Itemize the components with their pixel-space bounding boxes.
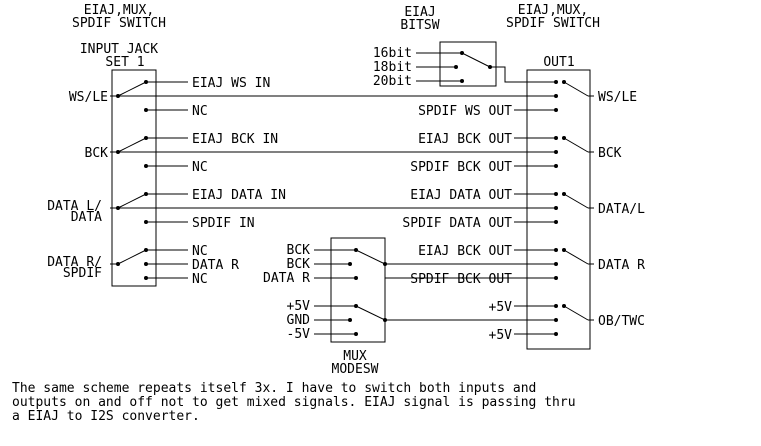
modesw-label-data-r: DATA R: [263, 271, 310, 286]
label-data-r-in: DATA R: [192, 258, 239, 273]
input-jack-title-line1: INPUT JACK: [80, 42, 158, 57]
input-jack-title-line2: SET 1: [105, 55, 144, 70]
label-nc-3: NC: [192, 244, 208, 259]
input-jack-box: [111, 69, 157, 287]
left-label-ws: WS/LE: [69, 90, 108, 105]
label-eiaj-data-out: EIAJ DATA OUT: [410, 188, 512, 203]
label-eiaj-ws-in: EIAJ WS IN: [192, 76, 270, 91]
output-switch-ob-twc: [554, 304, 594, 336]
bitsw-title-line2: BITSW: [400, 18, 439, 33]
bitsw-switch: [416, 51, 556, 83]
right-switch-title-line1: EIAJ,MUX,: [518, 3, 588, 18]
modesw-label-minus5v: -5V: [287, 327, 311, 342]
caption-text: The same scheme repeats itself 3x. I hav…: [12, 381, 576, 424]
modesw-switch-bottom: [314, 304, 387, 336]
label-eiaj-bck-out: EIAJ BCK OUT: [418, 132, 512, 147]
out1-box: [526, 69, 591, 350]
left-label-data-r-line2: SPDIF: [63, 266, 102, 281]
label-eiaj-bck-in: EIAJ BCK IN: [192, 132, 278, 147]
bitsw-box: [439, 41, 497, 87]
modesw-label-gnd: GND: [287, 313, 311, 328]
modesw-title-line1: MUX: [343, 349, 367, 364]
bitsw-title-line1: EIAJ: [404, 5, 435, 20]
bitsw-label-16bit: 16bit: [373, 46, 412, 61]
label-eiaj-data-in: EIAJ DATA IN: [192, 188, 286, 203]
label-spdif-bck-out-2: SPDIF BCK OUT: [410, 272, 512, 287]
left-label-data-l-line1: DATA L/: [47, 199, 102, 214]
output-switch-bck: [554, 136, 594, 168]
left-label-bck: BCK: [85, 146, 109, 161]
input-switch-data-l: [110, 192, 188, 224]
label-nc-2: NC: [192, 160, 208, 175]
left-label-data-l-line2: DATA: [71, 210, 102, 225]
input-switch-data-r: [110, 248, 188, 280]
right-label-data-r: DATA R: [598, 258, 645, 273]
left-label-data-r-line1: DATA R/: [47, 255, 102, 270]
label-spdif-ws-out: SPDIF WS OUT: [418, 104, 512, 119]
modesw-title-line2: MODESW: [332, 362, 379, 377]
left-switch-title-line1: EIAJ,MUX,: [84, 3, 154, 18]
left-switch-title-line2: SPDIF SWITCH: [72, 16, 166, 31]
output-switch-data-l: [554, 192, 594, 224]
right-label-ob-twc: OB/TWC: [598, 314, 645, 329]
label-spdif-bck-out: SPDIF BCK OUT: [410, 160, 512, 175]
bitsw-label-20bit: 20bit: [373, 74, 412, 89]
modesw-box: [330, 237, 386, 343]
right-label-data-l: DATA/L: [598, 202, 645, 217]
modesw-switch-top: [314, 248, 387, 280]
label-plus5v-2: +5V: [489, 328, 513, 343]
label-spdif-in: SPDIF IN: [192, 216, 255, 231]
right-label-bck: BCK: [598, 146, 622, 161]
label-eiaj-bck-out-2: EIAJ BCK OUT: [418, 244, 512, 259]
output-switch-data-r: [554, 248, 594, 280]
output-switch-ws: [554, 80, 594, 112]
out1-title: OUT1: [543, 55, 574, 70]
right-switch-title-line2: SPDIF SWITCH: [506, 16, 600, 31]
modesw-label-plus5v: +5V: [287, 299, 311, 314]
label-spdif-data-out: SPDIF DATA OUT: [402, 216, 512, 231]
label-plus5v-1: +5V: [489, 300, 513, 315]
label-nc-1: NC: [192, 104, 208, 119]
bitsw-label-18bit: 18bit: [373, 60, 412, 75]
right-label-ws-le: WS/LE: [598, 90, 637, 105]
modesw-label-bck-1: BCK: [287, 243, 311, 258]
label-nc-4: NC: [192, 272, 208, 287]
modesw-label-bck-2: BCK: [287, 257, 311, 272]
